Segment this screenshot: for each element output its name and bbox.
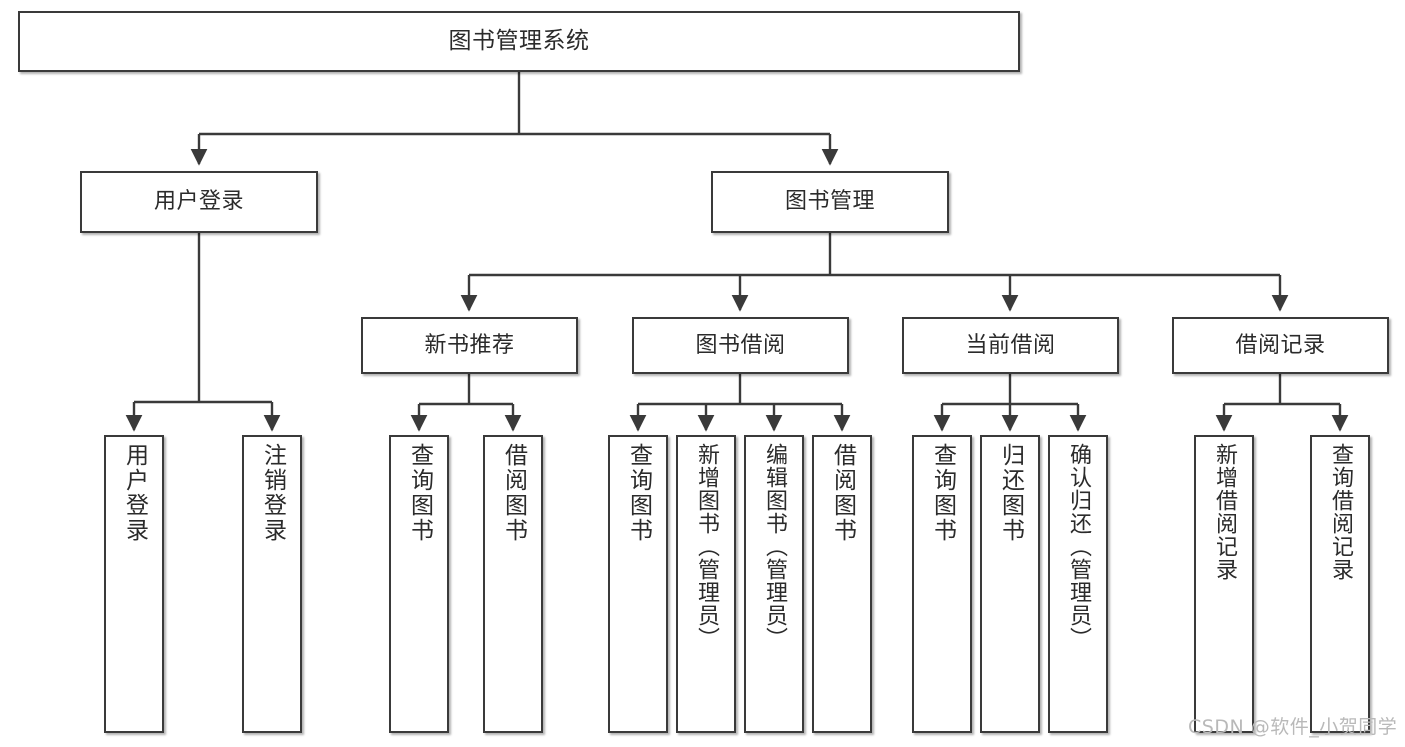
- node-leaf-user-login-label: 用户登录: [121, 443, 148, 543]
- node-leaf-query-book-1[interactable]: 查询图书: [389, 435, 449, 733]
- node-borrow-record[interactable]: 借阅记录: [1172, 317, 1389, 374]
- node-current-borrow-label: 当前借阅: [965, 332, 1056, 358]
- node-leaf-query-book-3[interactable]: 查询图书: [912, 435, 972, 733]
- node-leaf-query-record[interactable]: 查询借阅记录: [1310, 435, 1370, 733]
- node-user-login-label: 用户登录: [153, 189, 244, 215]
- node-leaf-user-logout[interactable]: 注销登录: [242, 435, 302, 733]
- node-borrow-record-label: 借阅记录: [1235, 332, 1326, 358]
- node-leaf-user-logout-label: 注销登录: [259, 443, 286, 543]
- node-book-borrow-label: 图书借阅: [695, 332, 786, 358]
- node-leaf-query-book-2[interactable]: 查询图书: [608, 435, 668, 733]
- node-leaf-borrow-book-1-label: 借阅图书: [500, 443, 527, 543]
- node-user-login[interactable]: 用户登录: [80, 171, 318, 233]
- node-leaf-borrow-book-1[interactable]: 借阅图书: [483, 435, 543, 733]
- node-leaf-edit-book-label: 编辑图书（管理员）: [762, 443, 787, 650]
- node-leaf-confirm-return-label: 确认归还（管理员）: [1066, 443, 1091, 650]
- node-leaf-query-record-label: 查询借阅记录: [1328, 443, 1353, 581]
- node-root-label: 图书管理系统: [448, 27, 590, 54]
- node-leaf-add-record[interactable]: 新增借阅记录: [1194, 435, 1254, 733]
- node-leaf-add-record-label: 新增借阅记录: [1212, 443, 1237, 581]
- node-leaf-user-login[interactable]: 用户登录: [104, 435, 164, 733]
- node-book-manage-label: 图书管理: [784, 189, 875, 215]
- node-book-manage[interactable]: 图书管理: [711, 171, 949, 233]
- node-leaf-query-book-3-label: 查询图书: [929, 443, 956, 543]
- node-leaf-query-book-2-label: 查询图书: [625, 443, 652, 543]
- node-leaf-edit-book[interactable]: 编辑图书（管理员）: [744, 435, 804, 733]
- node-leaf-borrow-book-2-label: 借阅图书: [829, 443, 856, 543]
- node-leaf-borrow-book-2[interactable]: 借阅图书: [812, 435, 872, 733]
- node-leaf-add-book-label: 新增图书（管理员）: [694, 443, 719, 650]
- node-book-borrow[interactable]: 图书借阅: [632, 317, 849, 374]
- node-leaf-confirm-return[interactable]: 确认归还（管理员）: [1048, 435, 1108, 733]
- node-current-borrow[interactable]: 当前借阅: [902, 317, 1119, 374]
- node-leaf-query-book-1-label: 查询图书: [406, 443, 433, 543]
- node-root[interactable]: 图书管理系统: [18, 11, 1020, 72]
- node-new-book-recommend[interactable]: 新书推荐: [361, 317, 578, 374]
- node-leaf-return-book[interactable]: 归还图书: [980, 435, 1040, 733]
- node-leaf-return-book-label: 归还图书: [997, 443, 1024, 543]
- node-new-book-recommend-label: 新书推荐: [424, 332, 515, 358]
- csdn-watermark: CSDN @软件_小贺同学: [1188, 716, 1398, 738]
- node-leaf-add-book[interactable]: 新增图书（管理员）: [676, 435, 736, 733]
